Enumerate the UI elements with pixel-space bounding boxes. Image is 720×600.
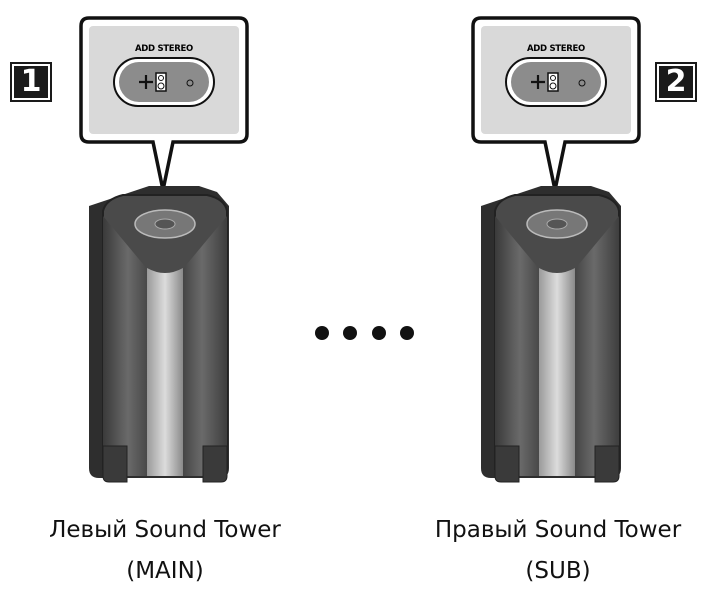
right-speaker-role: (SUB): [525, 558, 591, 584]
add-stereo-label-right: ADD STEREO: [527, 44, 585, 54]
right-speaker-name: Правый Sound Tower: [434, 517, 682, 543]
add-stereo-label-left: ADD STEREO: [135, 44, 193, 54]
step-badge-2: 2: [655, 62, 697, 102]
speaker-left: ADD STEREO: [79, 16, 249, 484]
step-badge-1: 1: [10, 62, 52, 102]
left-speaker-name: Левый Sound Tower: [49, 517, 281, 543]
ellipsis-dots-icon: [315, 326, 414, 340]
speaker-right: ADD STEREO: [471, 16, 641, 484]
left-speaker-role: (MAIN): [126, 558, 204, 584]
